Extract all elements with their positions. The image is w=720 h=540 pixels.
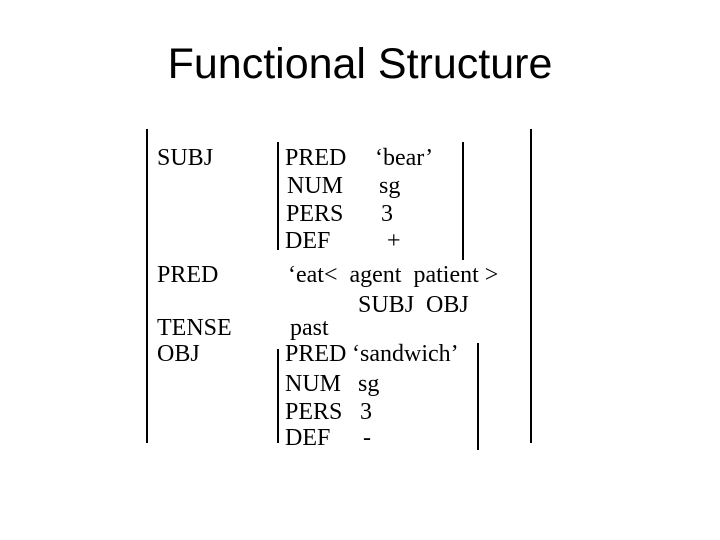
slide-title: Functional Structure <box>167 40 553 88</box>
pred-semantic-form: ‘eat< agent patient > <box>288 262 499 288</box>
obj-attr-label: OBJ <box>157 341 200 367</box>
subj-avm-right-bracket <box>462 142 464 260</box>
obj-avm-pers-value: 3 <box>360 399 372 425</box>
obj-avm-num-label: NUM <box>285 371 342 397</box>
subj-attr-label: SUBJ <box>157 145 214 171</box>
subj-avm-pers-label: PERS <box>286 201 344 227</box>
subj-avm-left-bracket <box>277 142 279 250</box>
obj-avm-num-value: sg <box>358 371 380 397</box>
obj-avm-pred-value: ‘sandwich’ <box>352 341 459 367</box>
obj-avm-left-bracket <box>277 349 279 443</box>
subj-avm-pred-label: PRED <box>285 145 347 171</box>
subj-avm-def-label: DEF <box>285 228 331 254</box>
tense-value: past <box>290 315 329 341</box>
pred-attr-label: PRED <box>157 262 219 288</box>
outer-left-bracket <box>146 129 148 443</box>
subj-avm-num-label: NUM <box>287 173 344 199</box>
obj-avm-pred-label: PRED <box>285 341 347 367</box>
outer-right-bracket <box>530 129 532 443</box>
subj-avm-def-value: + <box>387 228 401 254</box>
subj-avm-pers-value: 3 <box>381 201 393 227</box>
obj-avm-def-value: - <box>363 425 371 451</box>
tense-attr-label: TENSE <box>157 315 232 341</box>
obj-avm-def-label: DEF <box>285 425 331 451</box>
obj-avm-pers-label: PERS <box>285 399 343 425</box>
obj-avm-right-bracket <box>477 343 479 450</box>
subj-avm-num-value: sg <box>379 173 401 199</box>
subj-avm-pred-value: ‘bear’ <box>375 145 434 171</box>
pred-grammatical-functions: SUBJ OBJ <box>358 292 469 318</box>
